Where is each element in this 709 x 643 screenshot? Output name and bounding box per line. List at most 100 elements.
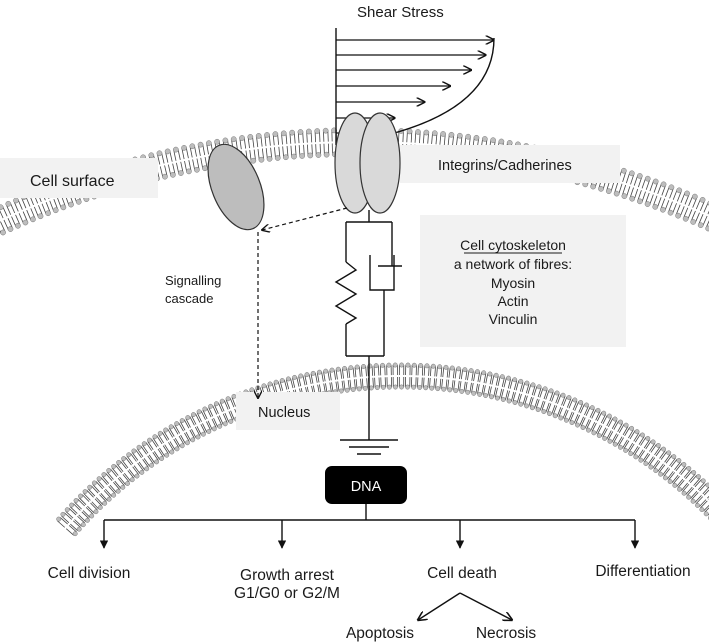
lipid-head [602,435,608,441]
lipid-tail [459,381,466,392]
lipid-head [684,190,690,197]
lipid-head [335,366,341,372]
lipid-tail [665,186,674,199]
lipid-tail [652,195,662,208]
lipid-head [677,486,682,492]
lipid-head [37,213,44,220]
lipid-head [637,198,643,205]
lipid-tail [197,144,206,156]
lipid-tail [196,410,206,422]
lipid-head [595,407,601,413]
lipid-head [628,170,635,177]
lipid-tail [695,496,707,508]
lipid-tail [386,377,393,388]
lipid-tail [602,428,612,440]
lipid-head [214,138,220,145]
lipid-tail [521,382,530,394]
lipid-tail [700,500,709,512]
lipid-tail [411,377,417,388]
lipid-head [586,427,591,433]
lipid-head [498,138,505,145]
lipid-head [500,397,506,402]
lipid-head [266,155,273,162]
lipid-tail [11,214,21,227]
integrin-right [359,112,401,214]
lipid-tail [343,379,350,391]
lipid-head [147,437,152,443]
lipid-head [344,387,350,393]
lipid-tail [686,488,698,499]
lipid-tail [87,485,99,497]
lipid-tail [13,199,23,212]
lipid-head [154,459,160,465]
lipid-head [499,374,505,380]
lipid-tail [533,385,542,398]
lipid-tail [264,134,271,147]
lipid-head [298,373,304,379]
lipid-head [634,429,640,435]
lipid-tail [503,377,512,389]
lipid-head [194,166,200,173]
lipid-head [45,210,51,217]
lipid-head [185,415,191,420]
lipid-tail [179,419,190,431]
lipid-tail [563,410,573,422]
lipid-head [612,441,618,447]
lipid-tail [158,431,168,444]
lipid-tail [668,472,679,484]
lipid-head [213,401,219,407]
lipid-tail [185,429,196,442]
lipid-head [558,415,564,421]
lipid-tail [442,367,449,378]
lipid-head [189,143,196,150]
lipid-tail [703,489,709,499]
lipid-head [136,444,142,450]
cell-surface-label: Cell surface [30,173,115,190]
lipid-tail [680,192,690,205]
lipid-head [323,151,330,158]
lipid-tail [596,411,607,424]
lipid-tail [392,376,399,388]
lipid-tail [367,365,374,377]
lipid-head [529,405,535,411]
lipid-tail [557,394,566,406]
lipid-tail [109,481,121,493]
lipid-tail [106,468,118,480]
lipid-tail [698,214,708,227]
lipid-head [676,187,683,194]
lipid-head [106,467,112,473]
lipid-head [228,418,234,424]
lipid-tail [373,365,380,376]
lipid-tail [423,365,430,376]
lipid-tail [159,445,169,457]
cytoskeleton-text: Cell cytoskeleton a network of fibres: M… [454,237,572,327]
lipid-head [440,131,446,137]
lipid-head [691,470,697,475]
lipid-head [423,129,430,136]
lipid-tail [379,365,386,376]
lipid-tail [70,520,81,532]
lipid-head [297,129,304,135]
lipid-head [148,152,155,159]
lipid-head [190,437,196,443]
lipid-tail [116,460,127,472]
lipid-tail [694,479,706,490]
lipid-tail [225,397,235,409]
lipid-head [487,371,493,377]
lipid-head [506,375,511,381]
lipid-tail [200,156,208,169]
lipid-tail [680,466,691,478]
lipid-tail [78,494,90,505]
lipid-tail [136,445,147,457]
lipid-head [111,463,117,469]
lipid-head [225,396,231,402]
lipid-tail [249,149,256,162]
lipid-tail [196,424,206,436]
lipid-head [456,132,463,139]
lipid-tail [406,131,413,143]
lipid-head [437,364,443,370]
lipid-tail [621,184,631,197]
lipid-head [323,368,329,374]
lipid-head [338,388,344,394]
branch-necrosis [459,592,512,620]
